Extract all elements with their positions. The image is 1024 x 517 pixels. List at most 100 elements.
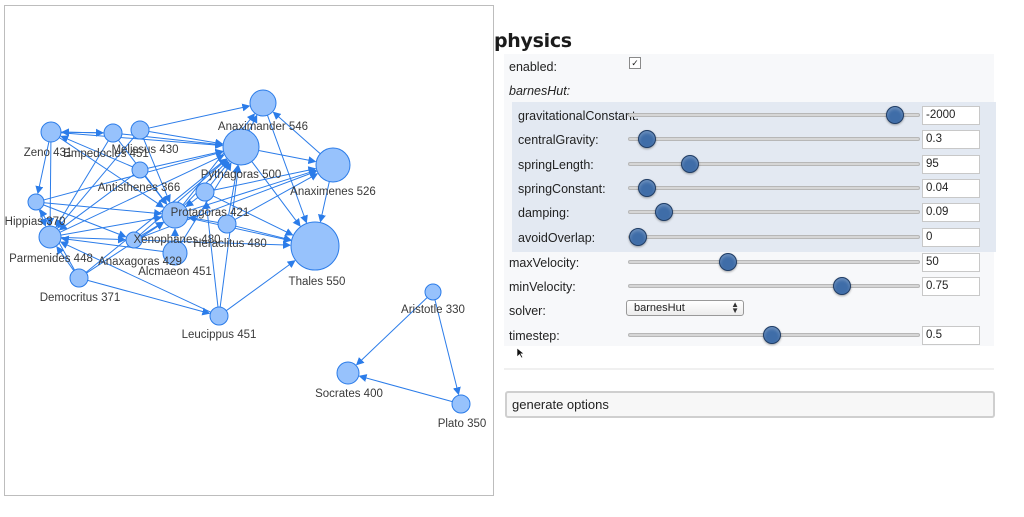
value-input[interactable]: 0.75 [922,277,980,296]
solver-select-value: barnesHut [634,302,685,314]
graph-node-leucippus[interactable] [209,306,229,326]
enabled-checkbox[interactable]: ✓ [629,57,641,69]
graph-edge [58,174,134,231]
graph-node-thales[interactable] [290,221,340,271]
graph-node-hippias[interactable] [27,193,45,211]
value-input[interactable]: 50 [922,253,980,272]
slider-thumb[interactable] [763,326,782,344]
updown-arrow-icon: ▲▼ [731,300,739,315]
graph-edge [434,299,461,396]
graph-edge [60,128,105,137]
value-input[interactable]: 0.09 [922,203,980,222]
graph-edge [251,161,301,227]
range-slider[interactable] [628,105,920,125]
range-slider[interactable] [628,276,920,296]
row-label: springConstant: [518,182,606,196]
graph-edge [219,164,242,308]
slider-track [628,235,920,239]
graph-edge [212,195,294,236]
graph-node-xenophanes[interactable] [161,201,189,229]
range-slider[interactable] [628,178,920,198]
row-label: minVelocity: [509,280,576,294]
graph-edge [318,181,330,223]
graph-node-parmenides[interactable] [38,225,62,249]
value-input[interactable]: 0.04 [922,179,980,198]
graph-node-label: Zeno 431 [24,147,73,159]
graph-edge [234,173,319,221]
timestep-input[interactable]: 0.5 [922,326,980,345]
generate-options-button[interactable]: generate options [505,391,995,418]
graph-node-antisthenes[interactable] [131,161,149,179]
graph-edge [258,149,317,165]
slider-thumb[interactable] [833,277,852,295]
graph-node-anaxagoras421[interactable] [195,182,215,202]
graph-node-label: Thales 550 [289,276,346,288]
graph-edge [56,245,75,271]
graph-edge [355,297,428,366]
graph-edge [60,235,127,244]
range-slider[interactable] [628,227,920,247]
section-title: physics [494,30,572,52]
graph-node-label: Pythagoras 500 [201,169,282,181]
graph-edge [225,260,296,312]
value-input[interactable]: 0 [922,228,980,247]
graph-node-alcmaeon[interactable] [162,240,188,266]
graph-node-heraclitus[interactable] [217,214,237,234]
graph-node-democritus[interactable] [69,268,89,288]
graph-node-label: Empedocles 451 [63,148,149,160]
graph-edge [148,131,224,147]
row-label: maxVelocity: [509,256,580,270]
graph-node-anaximenes[interactable] [315,147,351,183]
range-slider[interactable] [628,129,920,149]
graph-edge [272,111,321,155]
value-input[interactable]: -2000 [922,106,980,125]
graph-node-label: Aristotle 330 [401,304,465,316]
graph-node-label: Leucippus 451 [182,329,257,341]
graph-edge [59,137,165,208]
graph-node-aristotle[interactable] [424,283,442,301]
graph-edge [60,235,164,252]
enabled-label: enabled: [509,60,557,74]
row-label: springLength: [518,158,594,172]
timestep-slider[interactable] [628,325,920,345]
slider-thumb[interactable] [637,130,656,148]
slider-thumb[interactable] [628,228,647,246]
slider-thumb[interactable] [719,253,738,271]
graph-edge [187,214,219,223]
slider-thumb[interactable] [637,179,656,197]
graph-node-empedocles[interactable] [103,123,123,143]
graph-edge [248,114,258,132]
graph-edge [86,222,165,274]
solver-label: solver: [509,304,546,318]
graph-edge [148,103,251,129]
value-input[interactable]: 0.3 [922,130,980,149]
graph-node-label: Heraclitus 480 [193,238,267,250]
graph-edge [59,241,212,313]
slider-thumb[interactable] [655,203,674,221]
graph-node-plato[interactable] [451,394,471,414]
slider-thumb[interactable] [681,155,700,173]
graph-edge [202,200,219,308]
graph-node-label: Anaximander 546 [218,121,308,133]
graph-edge [60,214,163,236]
range-slider[interactable] [628,154,920,174]
range-slider[interactable] [628,202,920,222]
graph-node-zeno[interactable] [40,121,62,143]
solver-select[interactable]: barnesHut ▲▼ [626,300,744,316]
graph-node-label: Anaximenes 526 [290,186,376,198]
graph-node-pythagoras[interactable] [222,128,260,166]
graph-edge [85,158,228,273]
graph-edge [43,149,224,201]
graph-node-anaxagoras429[interactable] [125,231,143,249]
slider-thumb[interactable] [885,106,904,124]
graph-node-melissus[interactable] [130,120,150,140]
graph-edge [59,154,225,233]
graph-node-anaximander[interactable] [249,89,277,117]
graph-node-socrates[interactable] [336,361,360,385]
range-slider[interactable] [628,252,920,272]
graph-node-label: Xenophanes 480 [134,234,221,246]
slider-track [628,162,920,166]
value-input[interactable]: 95 [922,155,980,174]
